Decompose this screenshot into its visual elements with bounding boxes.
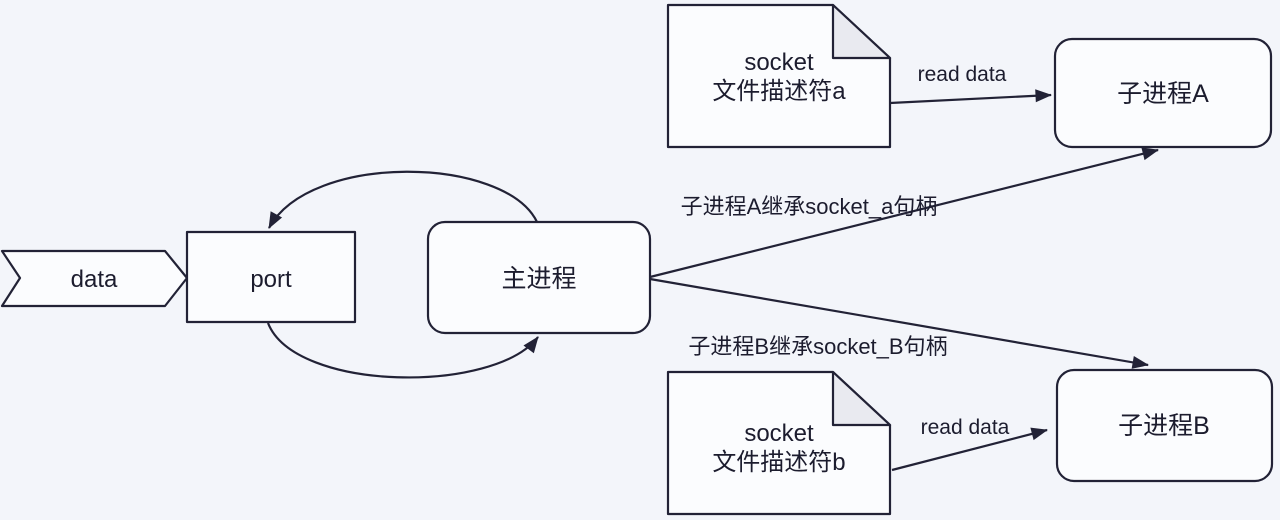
- node-data-chevron: [0, 249, 189, 308]
- child-process-a-label: 子进程A: [1117, 80, 1209, 108]
- node-child-process-b: [1055, 368, 1274, 483]
- socket-b-fold-icon: [831, 370, 892, 427]
- edge-read-data-b: [891, 427, 1048, 472]
- inherit-socket-b-label: 子进程B继承socket_B句柄: [688, 334, 947, 359]
- read-data-b-label: read data: [921, 416, 1010, 439]
- port-label: port: [250, 266, 292, 293]
- edge-main-to-port-curve: [268, 170, 538, 229]
- inherit-socket-a-label: 子进程A继承socket_a句柄: [681, 194, 938, 219]
- socket-b-label-line1: socket: [744, 420, 814, 447]
- socket-a-label-line1: socket: [744, 49, 814, 76]
- read-data-a-label: read data: [918, 63, 1007, 86]
- edge-port-to-main-curve: [266, 322, 539, 379]
- socket-a-label-line2: 文件描述符a: [712, 78, 846, 105]
- node-main-process: [426, 220, 652, 335]
- edge-read-data-a: [889, 89, 1052, 105]
- child-process-b-label: 子进程B: [1118, 412, 1210, 440]
- socket-a-fold-icon: [831, 3, 892, 60]
- data-label: data: [71, 266, 118, 293]
- node-child-process-a: [1053, 37, 1273, 149]
- edge-inherit-socket-b: [649, 277, 1149, 369]
- socket-b-label-line2: 文件描述符b: [712, 449, 845, 476]
- node-port: [185, 230, 357, 324]
- main-process-label: 主进程: [501, 265, 576, 293]
- edge-inherit-socket-a: [649, 147, 1159, 279]
